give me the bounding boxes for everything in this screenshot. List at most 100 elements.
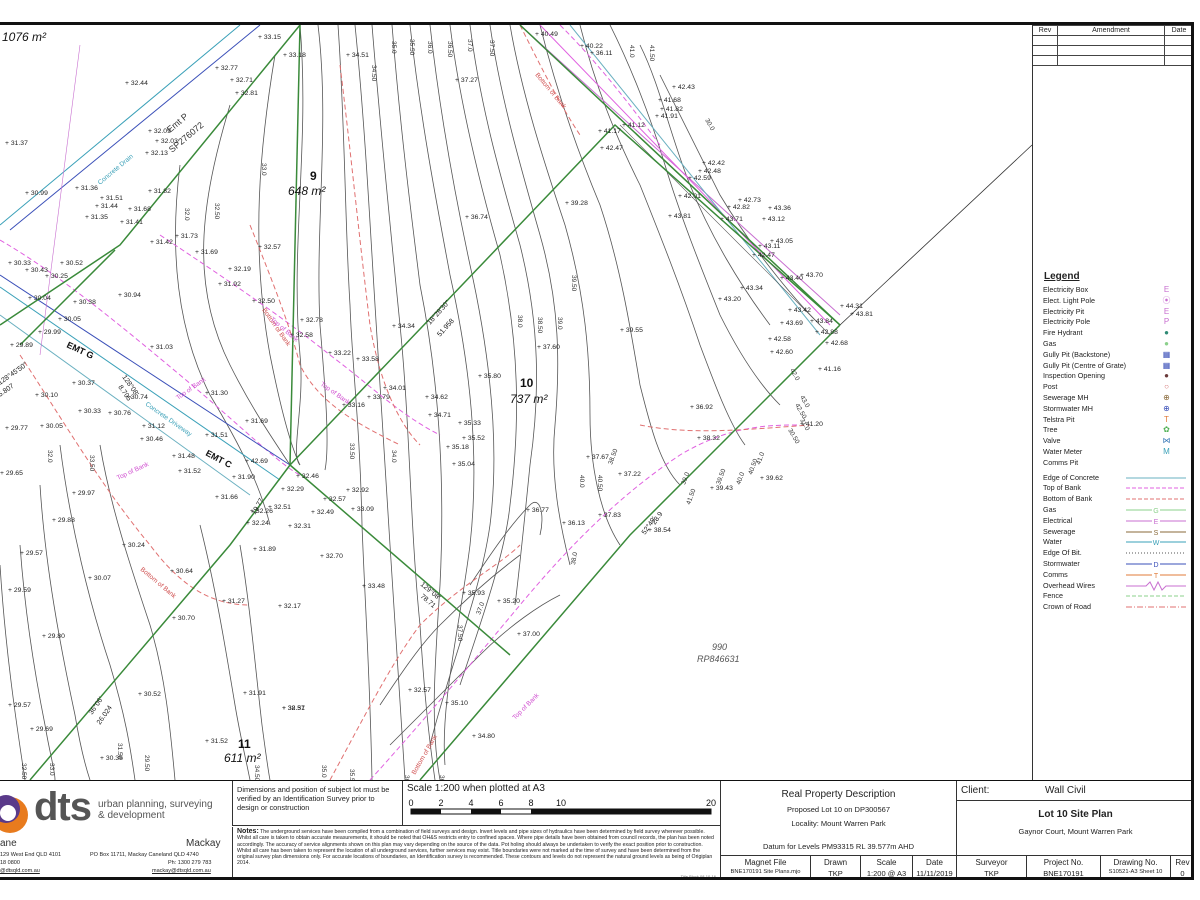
spot-level: + 35.52 — [462, 435, 485, 442]
office-right-phone: Ph: 1300 279 783 — [168, 860, 212, 866]
spot-level: + 37.83 — [598, 512, 621, 519]
legend-item-label: Comms Pit — [1043, 457, 1079, 467]
drawing-field: Project No.BNE170191 — [1026, 856, 1100, 877]
spot-level: + 43.20 — [718, 296, 741, 303]
legend-item: Edge of Concrete — [1040, 473, 1190, 484]
spot-level: + 42.47 — [752, 252, 775, 259]
drawing-field-label: Date — [926, 858, 943, 867]
spot-level: + 30.05 — [40, 423, 63, 430]
contour-label: 41.50 — [685, 488, 697, 506]
spot-level: + 42.88 — [815, 329, 838, 336]
plan-title: Lot 10 Site Plan — [1038, 809, 1113, 820]
electricity-box-icon: E — [1163, 285, 1170, 294]
contour-label: 39.50 — [570, 275, 577, 292]
stormwater-line: D — [1126, 559, 1186, 569]
legend-item: Post○ — [1040, 382, 1190, 393]
contour-label: 40.50 — [596, 475, 603, 492]
stormwater-mh-icon: ⊕ — [1163, 403, 1170, 413]
spot-level: + 32.49 — [311, 509, 334, 516]
legend-item: Crown of Road — [1040, 602, 1190, 613]
office-left-phone: 18 0800 — [0, 860, 20, 866]
spot-level: + 38.32 — [697, 435, 720, 442]
contour-label: 31.50 — [116, 743, 123, 760]
legend-item-label: Electricity Box — [1043, 285, 1089, 294]
legend-item: Electricity Box E — [1040, 285, 1190, 296]
amendment-table: Rev Amendment Date — [1032, 25, 1191, 66]
spot-level: + 30.64 — [170, 568, 193, 575]
spot-level: + 41.20 — [800, 421, 823, 428]
spot-level: + 30.05 — [58, 316, 81, 323]
spot-level: + 32.50 — [252, 298, 275, 305]
scale-tick-label: 6 — [498, 798, 503, 808]
light-pole-icon: ⦿ — [1162, 295, 1171, 305]
spot-level: + 29.65 — [0, 470, 23, 477]
spot-level: + 42.47 — [600, 145, 623, 152]
spot-level: + 42.01 — [678, 193, 701, 200]
spot-level: + 30.52 — [60, 260, 83, 267]
lot-990-number: 990 — [712, 642, 727, 652]
spot-level: + 30.37 — [72, 380, 95, 387]
legend-item-label: Electricity Pit — [1043, 306, 1085, 316]
gully-pit-grate-icon: ▦ — [1162, 360, 1171, 370]
spot-level: + 38.31 — [282, 705, 305, 712]
legend-item-label: Sewerage MH — [1043, 392, 1089, 402]
notes-text: The underground services have been compi… — [237, 829, 714, 867]
spot-level: + 38.54 — [648, 527, 671, 534]
contour-label: 32.50 — [213, 203, 220, 220]
company-logo-icon — [0, 795, 28, 833]
datum-text: Datum for Levels PM93315 RL 39.577m AHD — [762, 842, 915, 851]
spot-level: + 43.11 — [758, 243, 781, 250]
drawing-field-label: Project No. — [1043, 858, 1084, 867]
contour-label: 39.0 — [556, 317, 563, 330]
tree-icon: ✿ — [1163, 425, 1170, 435]
spot-level: + 36.13 — [562, 520, 585, 527]
legend-item-label: Overhead Wires — [1043, 580, 1095, 590]
spot-level: + 39.62 — [760, 475, 783, 482]
legend-item: Bottom of Bank — [1040, 494, 1190, 505]
crown-of-road-line — [1126, 606, 1186, 608]
spot-level: + 31.51 — [100, 195, 123, 202]
legend-item-label: Fence — [1043, 591, 1063, 601]
svg-text:S: S — [1154, 530, 1159, 537]
spot-level: + 41.17 — [598, 128, 621, 135]
contour-label: 36.0 — [426, 41, 433, 54]
spot-level: + 31.89 — [253, 546, 276, 553]
spot-level: + 29.57 — [20, 550, 43, 557]
spot-level: + 29.77 — [5, 425, 28, 432]
contour-label: 41.0 — [755, 451, 766, 466]
scale-tick-label: 8 — [528, 798, 533, 808]
spot-levels: + 32.44+ 31.37+ 30.99+ 31.36+ 31.51+ 31.… — [0, 31, 873, 762]
spot-level: + 43.81 — [668, 213, 691, 220]
legend-item-label: Electricity Pole — [1043, 317, 1091, 327]
drawing-field-value: 11/11/2019 — [916, 869, 953, 878]
spot-level: + 33.48 — [362, 583, 385, 590]
contour-label: 29.50 — [143, 755, 150, 772]
spot-level: + 30.10 — [35, 392, 58, 399]
spot-level: + 30.70 — [172, 615, 195, 622]
contour-label: 35.0 — [320, 765, 327, 778]
post-icon: ○ — [1164, 382, 1169, 392]
spot-level: + 32.29 — [281, 486, 304, 493]
contour-label: 38.50 — [607, 448, 619, 466]
spot-level: + 35.20 — [497, 598, 520, 605]
gully-pit-backstone-icon: ▦ — [1162, 349, 1171, 359]
drawing-field-label: Surveyor — [975, 858, 1008, 867]
easement-g-label: EMT G — [65, 340, 95, 361]
divider — [720, 855, 1191, 856]
bearing-label: 28.9 — [651, 511, 665, 526]
spot-level: + 37.67 — [586, 454, 609, 461]
drawing-field-label: Drawing No. — [1113, 858, 1158, 867]
spot-level: + 33.58 — [356, 356, 379, 363]
legend-item: Gully Pit (Centre of Grate)▦ — [1040, 361, 1190, 372]
spot-level: + 30.33 — [8, 260, 31, 267]
contour-label: 37.50 — [488, 40, 495, 57]
contour-label: 36.0 — [403, 775, 410, 780]
rpd-title: Real Property Description — [781, 789, 896, 800]
spot-level: + 32.78 — [300, 317, 323, 324]
spot-level: + 37.27 — [455, 77, 478, 84]
client-label: Client: — [961, 785, 990, 796]
